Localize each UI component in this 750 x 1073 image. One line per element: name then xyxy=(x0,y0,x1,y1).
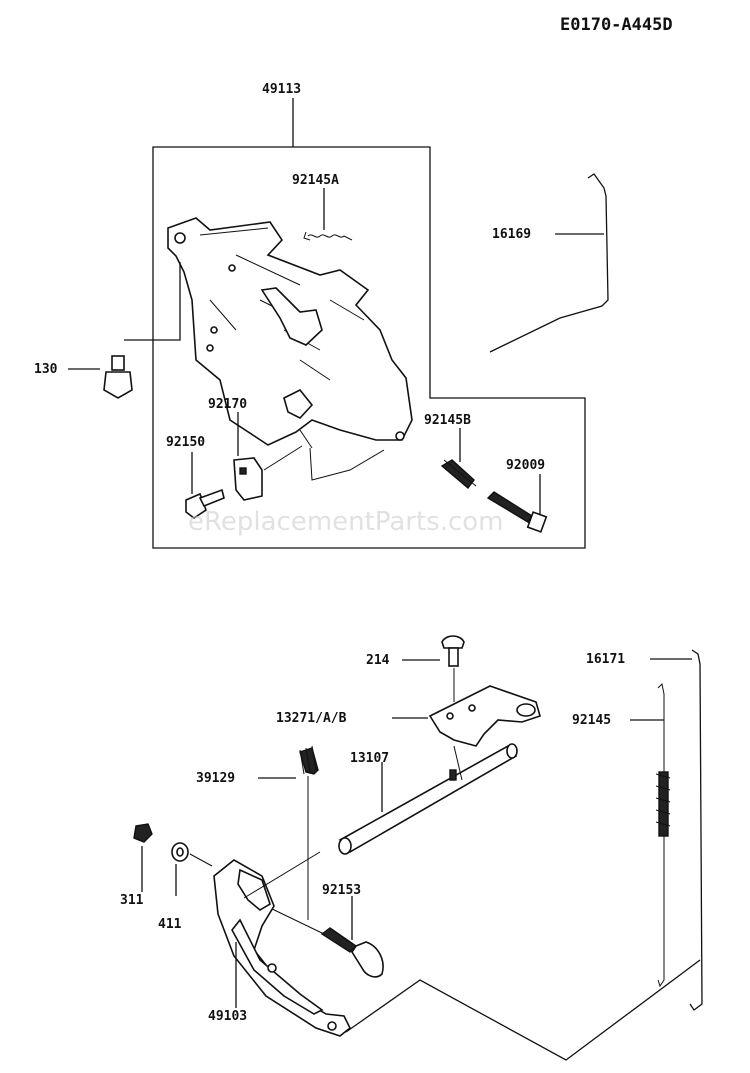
washer-411 xyxy=(171,842,213,896)
screw-92153 xyxy=(265,896,384,978)
watermark: eReplacementParts.com xyxy=(188,507,504,537)
label-13107: 13107 xyxy=(350,751,389,766)
label-92145B: 92145B xyxy=(424,413,471,428)
bolt-214 xyxy=(402,635,465,702)
clip-92170 xyxy=(233,412,303,501)
label-16171: 16171 xyxy=(586,652,625,667)
label-16169: 16169 xyxy=(492,227,531,242)
spring-39129 xyxy=(258,745,319,920)
screw-92009 xyxy=(486,474,548,533)
spring-92145 xyxy=(630,682,671,988)
label-92145A: 92145A xyxy=(292,173,339,188)
label-92145: 92145 xyxy=(572,713,611,728)
label-92009: 92009 xyxy=(506,458,545,473)
label-411: 411 xyxy=(158,917,182,932)
label-39129: 39129 xyxy=(196,771,235,786)
plate-13271 xyxy=(392,685,541,747)
label-214: 214 xyxy=(366,653,390,668)
label-130: 130 xyxy=(34,362,58,377)
spring-92145A xyxy=(303,188,353,241)
bolt-92150 xyxy=(185,452,225,519)
label-49103: 49103 xyxy=(208,1009,247,1024)
lever-49103 xyxy=(213,851,701,1061)
rod-16169 xyxy=(489,173,609,353)
spring-92145B xyxy=(440,428,477,490)
label-13271: 13271/A/B xyxy=(276,711,347,726)
assembly-49113-frame xyxy=(152,98,586,549)
label-92153: 92153 xyxy=(322,883,361,898)
label-311: 311 xyxy=(120,893,144,908)
label-92150: 92150 xyxy=(166,435,205,450)
rod-16171 xyxy=(650,649,703,1011)
control-bracket-plate xyxy=(167,217,413,481)
shaft-13107 xyxy=(338,743,518,855)
label-92170: 92170 xyxy=(208,397,247,412)
label-49113: 49113 xyxy=(262,82,301,97)
nut-311 xyxy=(133,823,153,892)
drawing-code: E0170-A445D xyxy=(560,15,673,35)
bolt-130 xyxy=(68,262,181,399)
